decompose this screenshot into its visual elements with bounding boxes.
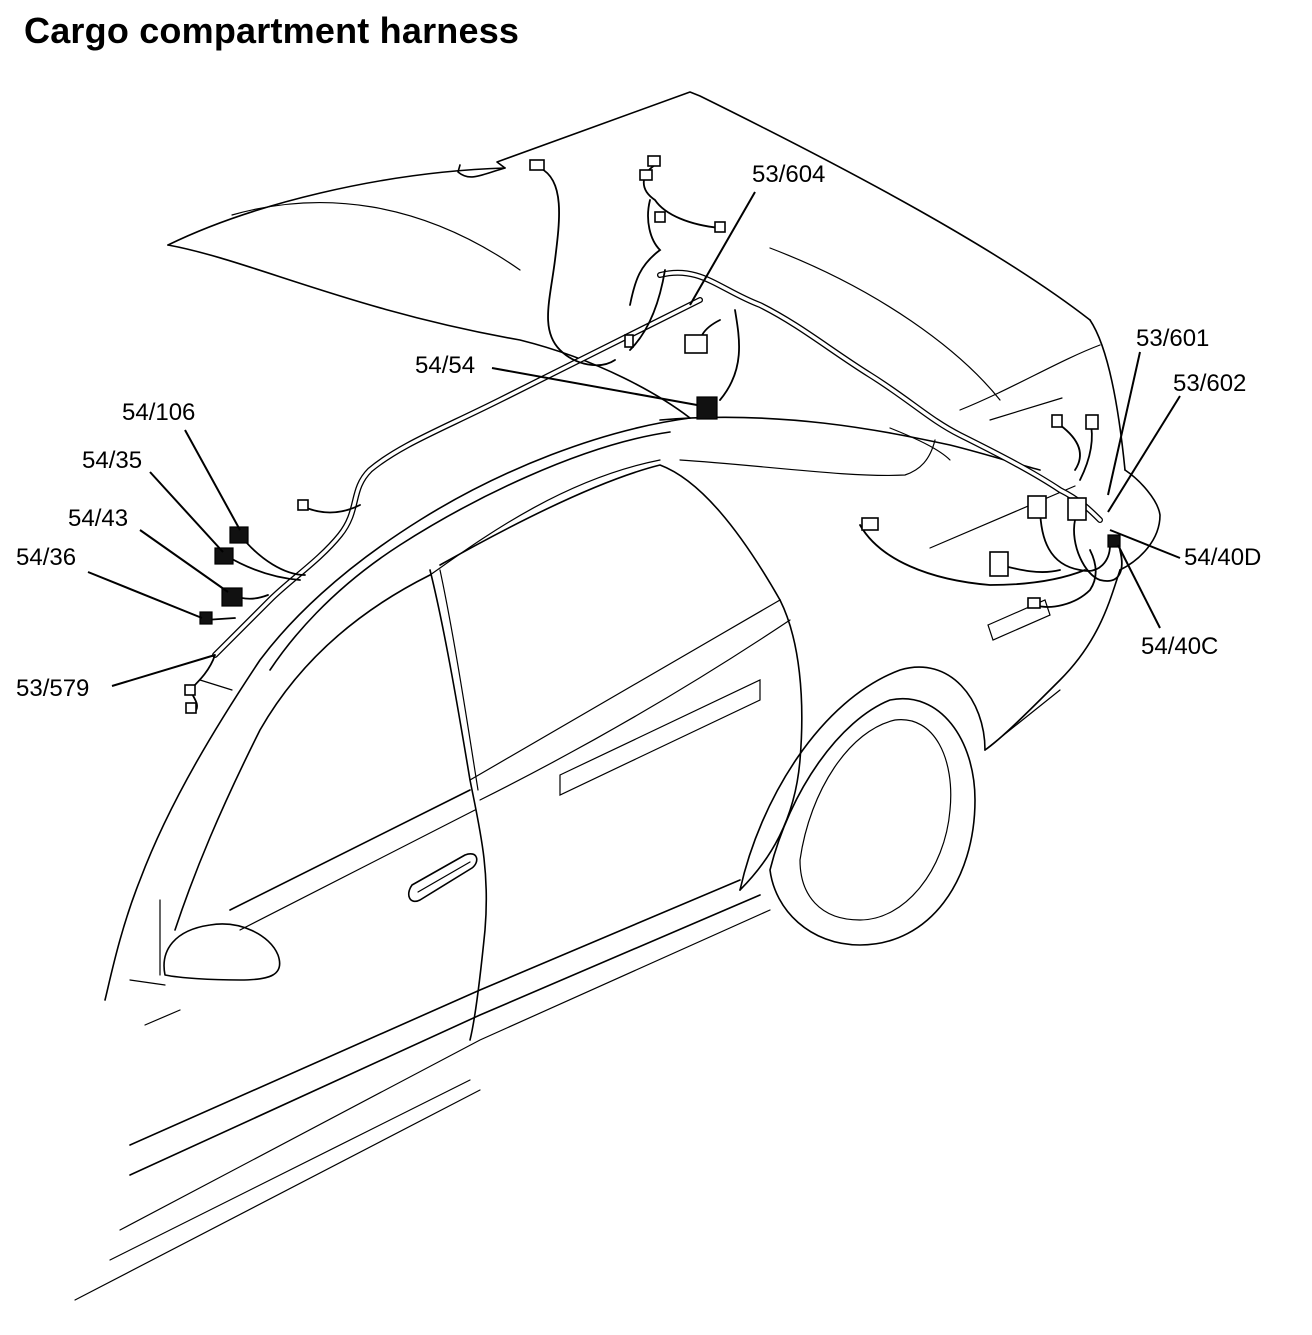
callout-53-601: 53/601 <box>1136 325 1209 352</box>
callout-54-106: 54/106 <box>122 399 195 426</box>
connector-tail-1 <box>1027 495 1047 519</box>
connector-54-40C <box>1107 534 1121 548</box>
callout-54-35: 54/35 <box>82 447 142 474</box>
callout-labels: 53/604 54/54 53/601 53/602 54/106 54/35 … <box>16 161 1261 702</box>
car-body <box>74 91 1161 1301</box>
callout-54-54: 54/54 <box>415 352 475 379</box>
connector-side-left <box>861 517 879 531</box>
leader-lines <box>87 191 1181 687</box>
connector-trunk-lid-6 <box>624 334 634 348</box>
connector-tail-3 <box>1051 414 1063 428</box>
callout-53-604: 53/604 <box>752 161 825 188</box>
connector-54-54 <box>696 396 718 420</box>
callout-54-36: 54/36 <box>16 544 76 571</box>
callout-54-40D: 54/40D <box>1184 544 1261 571</box>
connector-tail-4 <box>1085 414 1099 430</box>
connector-pillar-2 <box>184 684 196 696</box>
connector-lower-left <box>989 551 1009 577</box>
connector-trunk-box <box>684 334 708 354</box>
connector-trunk-lid-1 <box>529 159 545 171</box>
callout-54-43: 54/43 <box>68 505 128 532</box>
connectors <box>184 155 1121 714</box>
page-title: Cargo compartment harness <box>24 10 520 51</box>
connector-tail-5 <box>1027 597 1041 609</box>
connector-trunk-lid-5 <box>714 221 726 233</box>
connector-trunk-lid-3 <box>639 169 653 181</box>
callout-54-40C: 54/40C <box>1141 633 1218 660</box>
connector-54-35 <box>214 547 234 565</box>
callout-53-602: 53/602 <box>1173 370 1246 397</box>
connector-tail-2 <box>1067 497 1087 521</box>
connector-trunk-lid-2 <box>647 155 661 167</box>
connector-pillar-1 <box>297 499 309 511</box>
connector-trunk-lid-4 <box>654 211 666 223</box>
callout-53-579: 53/579 <box>16 675 89 702</box>
connector-pillar-3 <box>185 702 197 714</box>
